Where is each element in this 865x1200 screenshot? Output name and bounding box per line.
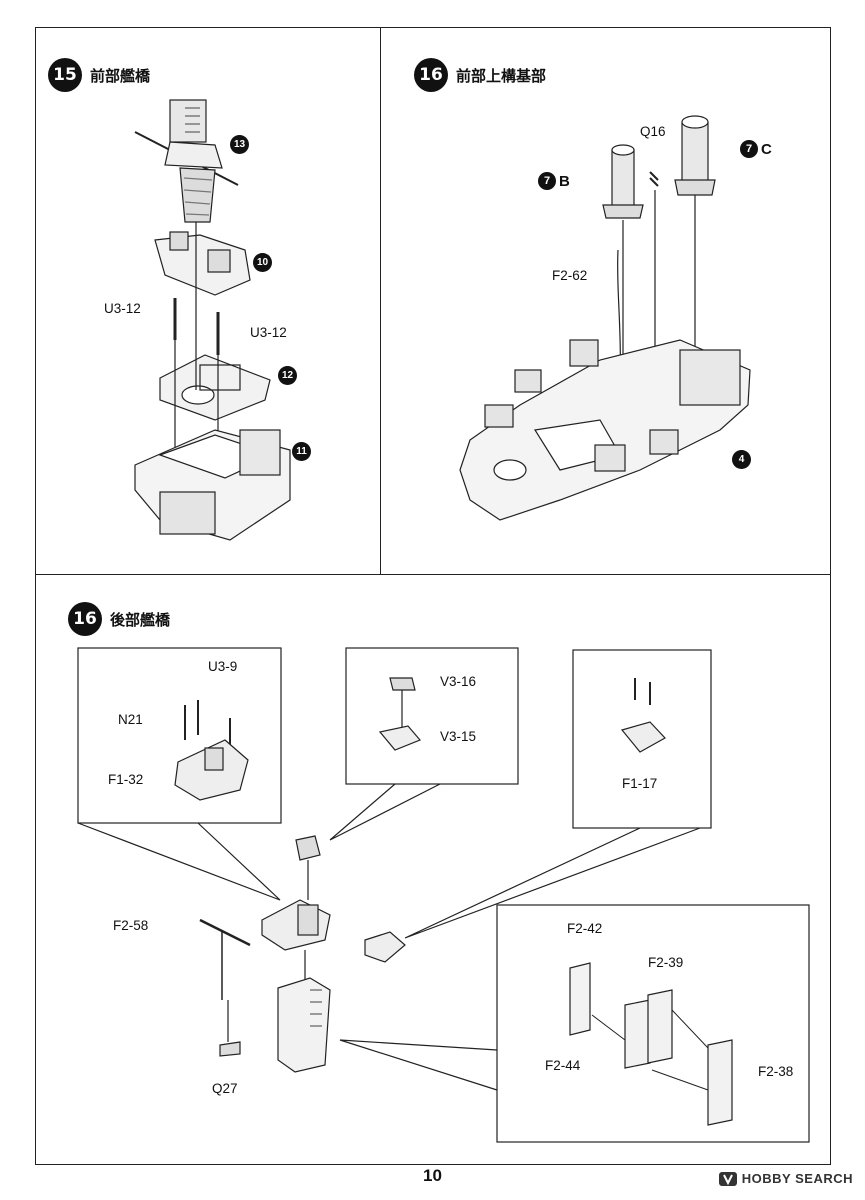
part-label: N21	[118, 712, 143, 727]
step-15-header: 15 前部艦橋	[48, 58, 150, 92]
step-number-badge: 16	[68, 602, 102, 636]
step-16-upper-header: 16 前部上構基部	[414, 58, 546, 92]
part-11-badge: 11	[292, 442, 311, 461]
part-10-badge: 10	[253, 253, 272, 272]
subassembly-ref-b: 7 B	[538, 172, 570, 190]
callout-box-bottom	[496, 904, 810, 1143]
part-label: F2-42	[567, 921, 603, 936]
part-label: F2-39	[648, 955, 684, 970]
part-label: F2-62	[552, 268, 588, 283]
step15-mast-drawing	[134, 99, 239, 223]
step16-funnel-b-drawing	[602, 144, 644, 219]
callout-box-left	[77, 647, 282, 824]
part-4-badge: 4	[732, 450, 751, 469]
part-13-badge: 13	[230, 135, 249, 154]
part-label: F2-44	[545, 1058, 581, 1073]
part-label: F1-32	[108, 772, 144, 787]
step-title: 後部艦橋	[110, 610, 171, 629]
step-number-badge: 16	[414, 58, 448, 92]
step-16-rear-header: 16 後部艦橋	[68, 602, 170, 636]
part-label: Q16	[640, 124, 666, 139]
watermark-text: HOBBY SEARCH	[741, 1171, 853, 1186]
part-label: F1-17	[622, 776, 658, 791]
step16-funnel-c-drawing	[674, 115, 716, 196]
u3-9-parts-drawing	[174, 700, 249, 801]
step-title: 前部上構基部	[456, 66, 547, 85]
part-label: U3-9	[208, 659, 238, 674]
step15-part10-drawing	[154, 231, 251, 296]
part-label: V3-15	[440, 729, 477, 744]
step15-part12-drawing	[159, 354, 271, 421]
step16-deck-drawing	[459, 339, 751, 521]
page-number: 10	[423, 1166, 442, 1185]
part-12-badge: 12	[278, 366, 297, 385]
part-label: V3-16	[440, 674, 477, 689]
step-16-rear-panel	[35, 574, 831, 1165]
callout-box-middle	[345, 647, 519, 785]
part-label: U3-12	[250, 325, 287, 340]
subassembly-ref-c: 7 C	[740, 140, 772, 158]
watermark: HOBBY SEARCH	[718, 1171, 853, 1186]
step15-part11-drawing	[134, 429, 291, 541]
part-label: F2-38	[758, 1064, 794, 1079]
step-title: 前部艦橋	[90, 66, 151, 85]
callout-box-right	[572, 649, 712, 829]
rear-bridge-main-drawing	[261, 835, 331, 1073]
part-label: F2-58	[113, 918, 149, 933]
part-label: U3-12	[104, 301, 141, 316]
part-label: Q27	[212, 1081, 238, 1096]
hobby-search-logo-icon	[718, 1171, 737, 1186]
step-number-badge: 15	[48, 58, 82, 92]
